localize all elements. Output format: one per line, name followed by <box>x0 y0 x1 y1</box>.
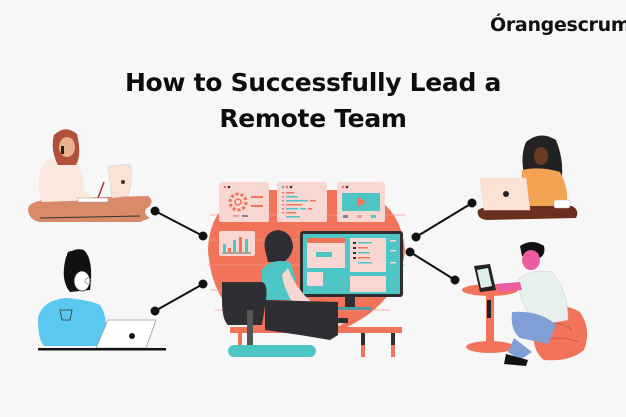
person-top-right <box>477 135 578 220</box>
connector-lines <box>150 198 477 316</box>
code-editor-window <box>277 182 327 222</box>
bar-chart-window <box>219 231 255 256</box>
desktop-monitor <box>300 231 403 310</box>
headline-line-1: How to Successfully Lead a <box>124 68 502 97</box>
settings-window <box>219 182 269 222</box>
person-top-left <box>28 129 152 222</box>
video-player-window <box>337 182 385 222</box>
orangescrum-logo[interactable]: Órangescrum. <box>490 14 626 36</box>
central-scene <box>208 182 405 357</box>
person-bottom-right <box>462 242 588 366</box>
central-person <box>222 230 348 357</box>
person-bottom-left <box>38 249 166 351</box>
logo-text: Órangescrum <box>490 14 626 36</box>
headline-line-2: Remote Team <box>219 104 407 133</box>
